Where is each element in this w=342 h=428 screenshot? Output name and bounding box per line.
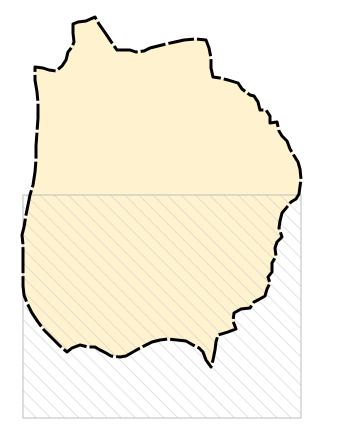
selection-hatch-fill <box>23 195 301 418</box>
region-outline <box>20 15 303 369</box>
selection-rectangle[interactable] <box>22 194 302 419</box>
